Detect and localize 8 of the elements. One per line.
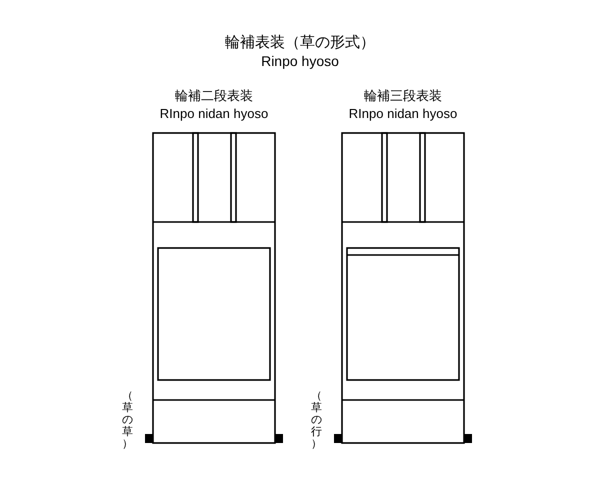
scroll-heading: 輪補二段表装 bbox=[174, 88, 254, 105]
title: 輪補表装（草の形式） bbox=[224, 33, 376, 51]
subtitle: Rinpo hyoso bbox=[260, 52, 340, 70]
vertical-label: （草の草） bbox=[122, 390, 132, 450]
scroll-heading: RInpo nidan hyoso bbox=[158, 105, 270, 122]
vertical-label: （草の行） bbox=[311, 390, 322, 450]
scroll-heading: 輪補三段表装 bbox=[363, 88, 443, 105]
scroll-heading: RInpo nidan hyoso bbox=[348, 105, 458, 122]
